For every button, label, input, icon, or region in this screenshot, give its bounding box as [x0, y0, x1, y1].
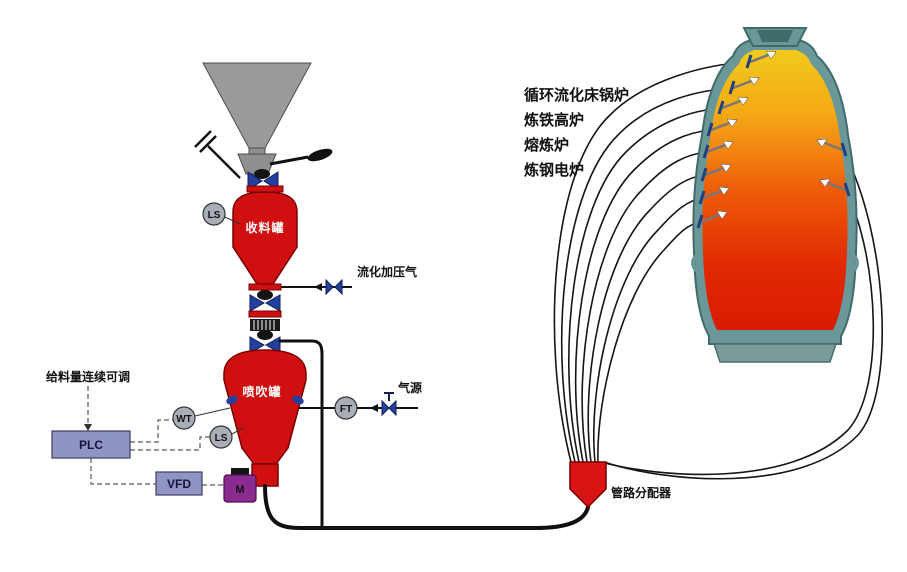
hand-valve [269, 148, 333, 166]
aeration-nozzle-left [226, 395, 238, 405]
application-item-2: 炼铁高炉 [524, 111, 584, 129]
fluidizing-gas-valve [325, 278, 343, 296]
plc-label: PLC [79, 438, 103, 452]
tuyere-3 [717, 96, 749, 115]
level-switch-top: LS [202, 202, 241, 226]
tuyere-6 [700, 163, 732, 182]
level-switch-top-label: LS [208, 210, 221, 221]
application-item-1: 循环流化床锅炉 [524, 86, 629, 104]
spool-flange-2 [248, 310, 282, 318]
flow-transmitter-label: FT [340, 404, 352, 415]
feed-note: 给料量连续可调 [46, 369, 130, 384]
feed-hopper [202, 62, 312, 175]
distribution-pipes [553, 61, 883, 480]
level-switch-bottom-label: LS [215, 433, 228, 444]
application-item-3: 熔炼炉 [524, 136, 569, 154]
fluidizing-gas-label: 流化加压气 [357, 264, 417, 279]
distribution-pipe-7 [593, 197, 704, 463]
injection-tank: 喷吹罐 [223, 349, 307, 487]
bottom-valve [249, 330, 281, 354]
distribution-pipe-6 [587, 174, 706, 463]
receiving-tank-label: 收料罐 [245, 220, 284, 235]
injection-tank-label: 喷吹罐 [242, 384, 281, 399]
distribution-pipe-8 [597, 221, 702, 463]
gas-source-label: 气源 [397, 380, 422, 395]
vfd-label: VFD [167, 477, 191, 491]
aeration-nozzle-right [292, 395, 304, 405]
fluidizing-gas-line: 流化加压气 [281, 264, 417, 296]
equalizing-pipe [278, 339, 324, 528]
gas-source-line: FT 气源 [299, 380, 422, 420]
application-item-4: 炼钢电炉 [524, 161, 584, 179]
tuyere-9 [816, 138, 848, 157]
distribution-pipe-9 [600, 189, 875, 476]
distributor-label: 管路分配器 [611, 485, 672, 500]
gas-source-valve [381, 392, 397, 417]
tuyere-4 [706, 118, 738, 137]
plc-box: PLC [51, 430, 131, 459]
pipe-distributor: 管路分配器 [569, 461, 672, 509]
tuyere-10 [819, 178, 851, 197]
discharge-pipe [263, 484, 590, 530]
weight-transmitter-label: WT [176, 414, 192, 425]
furnace-mouth-slot [757, 30, 793, 42]
furnace [691, 27, 859, 363]
level-switch-bottom: LS [209, 425, 244, 449]
distribution-pipe-4 [574, 129, 712, 463]
trunnion-right [847, 252, 859, 274]
tuyere-1 [745, 50, 777, 69]
blank-flange-pipe [194, 130, 241, 179]
expansion-joint [250, 319, 280, 331]
middle-valve [249, 290, 281, 312]
feed-note-group: 给料量连续可调 [46, 369, 130, 431]
furnace-interior [702, 50, 848, 330]
distribution-pipe-3 [568, 107, 723, 463]
vfd-box: VFD [155, 471, 203, 496]
control-lines [90, 419, 224, 486]
distribution-pipe-5 [581, 151, 708, 463]
motor-label: M [235, 484, 244, 496]
distribution-pipe-2 [560, 87, 734, 463]
tuyere-2 [728, 76, 760, 95]
tuyere-7 [698, 186, 730, 205]
furnace-base [712, 343, 838, 363]
receiving-tank: 收料罐 [232, 185, 298, 285]
motor: M [223, 468, 257, 503]
spool-flange [248, 283, 282, 291]
tuyere-8 [696, 210, 728, 229]
weight-transmitter: WT [172, 406, 231, 430]
tuyere-5 [702, 140, 734, 159]
distribution-pipe-10 [603, 149, 883, 480]
trunnion-left [691, 252, 703, 274]
distribution-pipe-1 [553, 61, 751, 463]
applications-list: 循环流化床锅炉 炼铁高炉 熔炼炉 炼钢电炉 [524, 86, 629, 179]
